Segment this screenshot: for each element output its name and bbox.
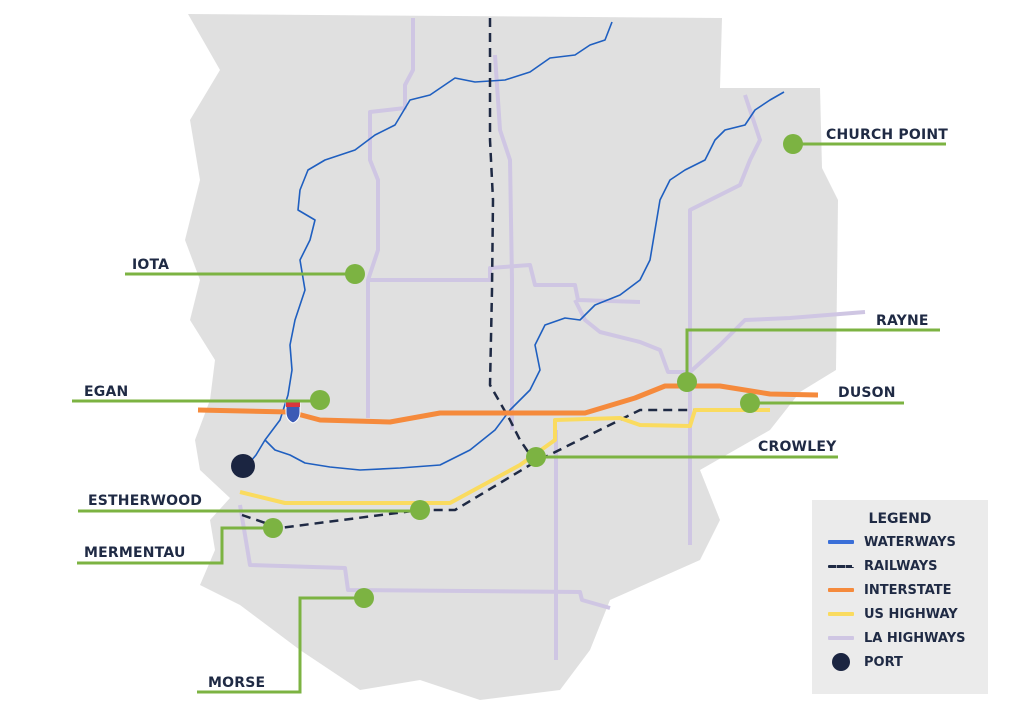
map-legend: LEGEND WATERWAYS RAILWAYS INTERSTATE US …	[812, 500, 988, 694]
marker-estherwood	[410, 500, 430, 520]
legend-item-waterways: WATERWAYS	[812, 530, 988, 554]
port-swatch	[832, 653, 850, 671]
legend-label: INTERSTATE	[864, 582, 952, 598]
railways-swatch	[828, 564, 854, 568]
leader-morse	[197, 596, 364, 694]
marker-crowley	[526, 447, 546, 467]
label-crowley: CROWLEY	[758, 439, 837, 455]
legend-item-us-highway: US HIGHWAY	[812, 602, 988, 626]
legend-label: PORT	[864, 654, 903, 670]
marker-egan	[310, 390, 330, 410]
interstate-shield-icon	[285, 401, 301, 424]
label-duson: DUSON	[838, 385, 896, 401]
town-leader-lines	[72, 142, 946, 694]
la-highway-1	[366, 18, 415, 418]
legend-item-port: PORT	[812, 650, 988, 674]
label-estherwood: ESTHERWOOD	[88, 493, 202, 509]
label-egan: EGAN	[84, 384, 128, 400]
marker-mermentau	[263, 518, 283, 538]
marker-morse	[354, 588, 374, 608]
legend-item-interstate: INTERSTATE	[812, 578, 988, 602]
label-mermentau: MERMENTAU	[84, 545, 186, 561]
label-church-point: CHURCH POINT	[826, 127, 948, 143]
legend-item-railways: RAILWAYS	[812, 554, 988, 578]
label-iota: IOTA	[132, 257, 169, 273]
legend-title: LEGEND	[868, 511, 932, 527]
la-highway-4	[688, 94, 762, 545]
interstate-highway	[197, 383, 819, 425]
la-highways-swatch	[828, 636, 854, 640]
leader-rayne	[685, 328, 940, 382]
la-highway-3	[493, 54, 514, 430]
railway-east-west	[241, 408, 770, 530]
marker-iota	[345, 264, 365, 284]
railway-north-south	[488, 18, 537, 463]
us-highway-swatch	[828, 612, 854, 616]
la-highway-6	[688, 310, 866, 374]
la-highways	[238, 18, 866, 660]
waterway-north	[244, 21, 613, 469]
legend-label: WATERWAYS	[864, 534, 956, 550]
legend-label: US HIGHWAY	[864, 606, 958, 622]
railways	[241, 18, 770, 530]
marker-rayne	[677, 372, 697, 392]
label-morse: MORSE	[208, 675, 265, 691]
la-highway-5	[573, 299, 690, 374]
us-highway	[239, 408, 770, 505]
waterways	[244, 21, 785, 471]
waterway-east	[264, 91, 785, 471]
legend-label: RAILWAYS	[864, 558, 938, 574]
interstate-swatch	[828, 588, 854, 592]
waterways-swatch	[828, 540, 854, 544]
leader-mermentau	[77, 526, 273, 565]
la-highway-2	[368, 263, 641, 304]
port-marker	[231, 454, 255, 478]
legend-item-la-highways: LA HIGHWAYS	[812, 626, 988, 650]
town-labels: CHURCH POINT IOTA RAYNE EGAN DUSON CROWL…	[84, 127, 948, 691]
la-highway-8	[238, 504, 611, 610]
label-rayne: RAYNE	[876, 313, 929, 329]
legend-label: LA HIGHWAYS	[864, 630, 966, 646]
town-markers	[263, 134, 803, 608]
marker-duson	[740, 393, 760, 413]
marker-church-point	[783, 134, 803, 154]
